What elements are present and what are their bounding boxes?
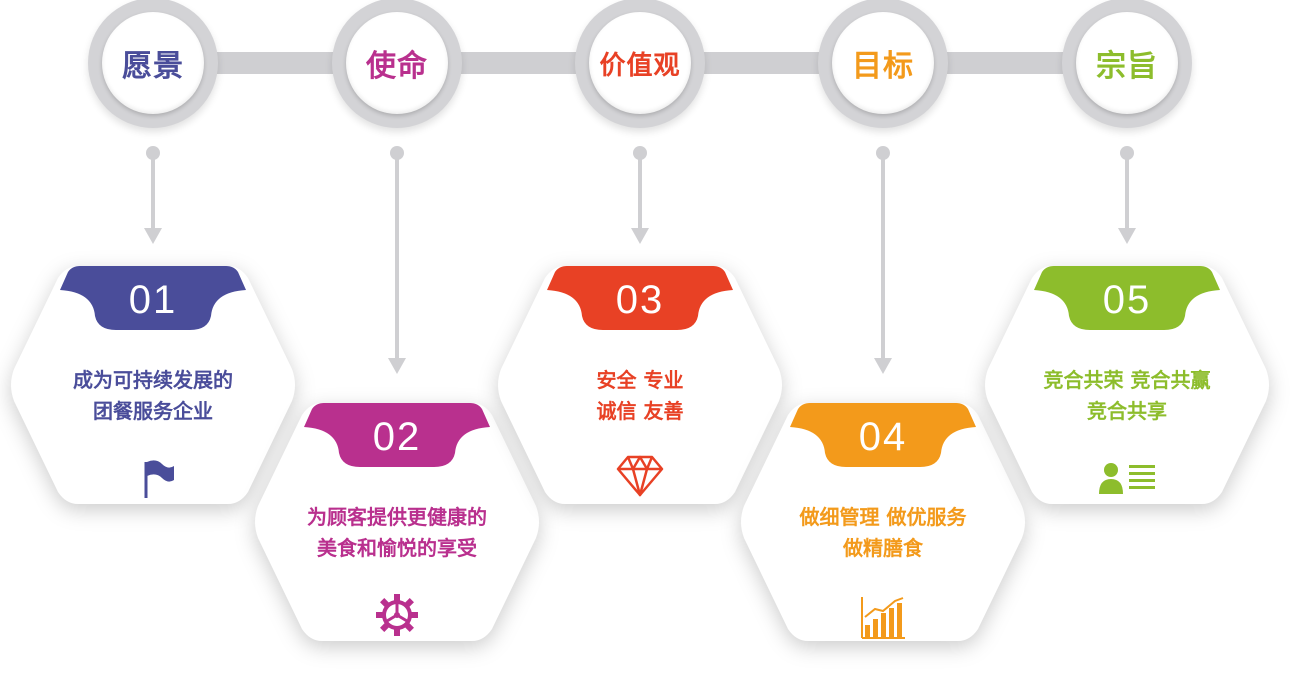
node-goal: 目标 xyxy=(818,0,948,128)
connector-4 xyxy=(874,146,892,374)
flag-icon xyxy=(144,460,174,498)
connector-2 xyxy=(388,146,406,374)
node-values: 价值观 xyxy=(575,0,705,128)
card-05-number: 05 xyxy=(1102,278,1152,322)
gear-icon xyxy=(376,594,418,636)
card-02: 02 为顾客提供更健康的 美食和愉悦的享受 xyxy=(252,395,542,650)
card-03-text: 安全 专业 诚信 友善 xyxy=(596,368,684,423)
card-01: 01 成为可持续发展的 团餐服务企业 xyxy=(8,258,298,513)
node-values-label: 价值观 xyxy=(599,50,681,81)
card-02-number: 02 xyxy=(372,415,422,459)
user-list-icon xyxy=(1099,463,1155,494)
card-04: 04 做细管理 做优服务 做精膳食 xyxy=(738,395,1028,650)
connector-1 xyxy=(144,146,162,244)
card-03: 03 安全 专业 诚信 友善 xyxy=(495,258,785,513)
node-purpose: 宗旨 xyxy=(1062,0,1192,128)
node-vision: 愿景 xyxy=(88,0,218,128)
node-purpose-label: 宗旨 xyxy=(1096,49,1158,84)
card-02-text: 为顾客提供更健康的 美食和愉悦的享受 xyxy=(307,505,487,560)
node-goal-label: 目标 xyxy=(852,49,914,84)
diamond-icon xyxy=(616,455,664,497)
card-03-number: 03 xyxy=(615,278,665,322)
card-01-number: 01 xyxy=(128,278,178,322)
connector-3 xyxy=(631,146,649,244)
card-05: 05 竞合共荣 竞合共赢 竞合共享 xyxy=(982,258,1272,513)
node-mission-label: 使命 xyxy=(366,49,428,84)
card-05-text: 竞合共荣 竞合共赢 竞合共享 xyxy=(1043,368,1211,423)
card-04-number: 04 xyxy=(858,415,908,459)
node-vision-label: 愿景 xyxy=(122,49,184,84)
card-04-text: 做细管理 做优服务 做精膳食 xyxy=(799,505,967,560)
node-mission: 使命 xyxy=(332,0,462,128)
card-01-text: 成为可持续发展的 团餐服务企业 xyxy=(73,368,233,423)
connector-5 xyxy=(1118,146,1136,244)
bar-chart-icon xyxy=(861,597,905,639)
